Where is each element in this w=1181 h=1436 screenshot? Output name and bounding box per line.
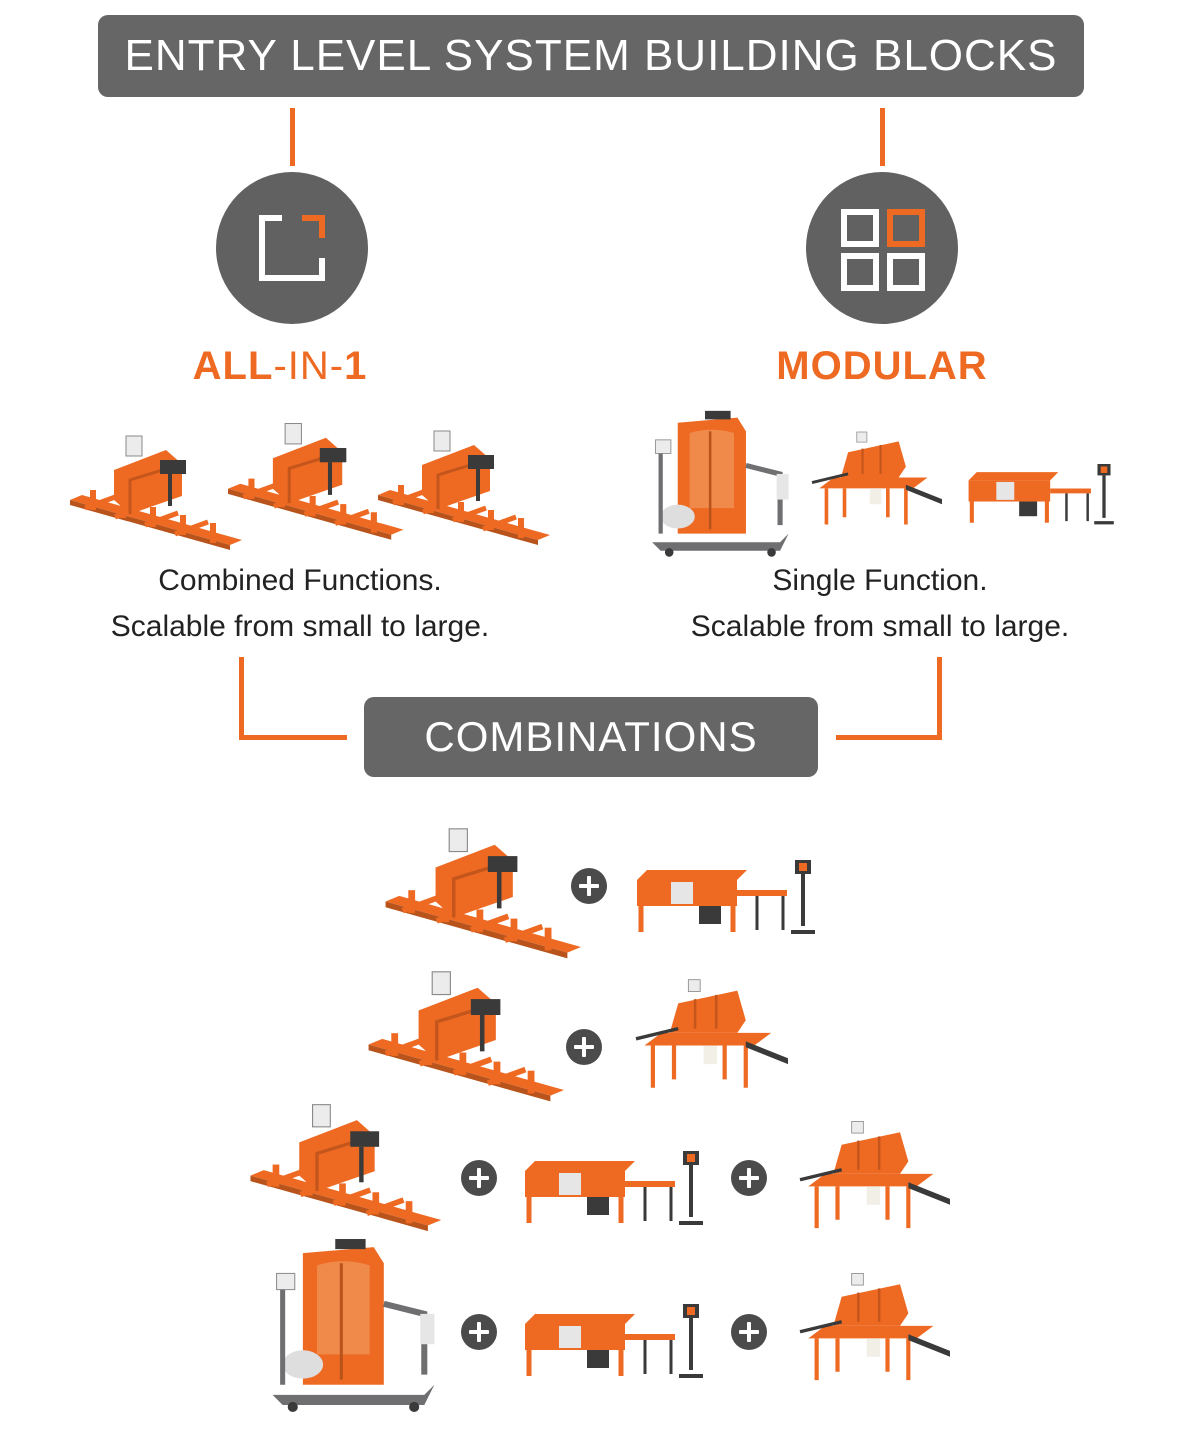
combo-1-edger [636,860,818,936]
all-in-one-description-line2: Scalable from small to large. [110,610,490,643]
modular-title-text: MODULAR [776,344,988,388]
all-in-one-title-part1: ALL [192,344,274,388]
combo-2-resaw [636,976,788,1094]
combo-3-plus-icon-1 [461,1160,497,1196]
modular-machine-resaw [810,430,944,527]
combo-2-sawmill [368,965,568,1090]
combo-3-sawmill [250,1098,445,1220]
combinations-banner: COMBINATIONS [364,697,818,777]
combo-3-plus-icon-2 [731,1160,767,1196]
combo-3-edger [524,1151,706,1227]
modular-description-line1: Single Function. [772,564,988,597]
combo-1-plus-icon [571,868,607,904]
connector-right-top [880,108,885,166]
modular-description-line2: Scalable from small to large. [690,610,1070,643]
all-in-one-description: Combined Functions. Scalable from small … [60,558,540,650]
connector-right-bottom-vertical [937,657,942,740]
combo-4-resaw [800,1270,950,1386]
combo-4-tvs [270,1238,442,1410]
modular-title: MODULAR [732,344,1032,389]
connector-right-bottom-horizontal [836,735,942,740]
all-in-one-title: ALL-IN-1 [130,344,430,389]
all-in-one-title-part3: 1 [344,344,368,388]
connector-left-bottom-vertical [239,657,244,740]
single-block-icon [259,215,325,281]
four-blocks-icon [841,209,925,291]
connector-left-top [290,108,295,166]
combo-4-plus-icon-2 [731,1314,767,1350]
all-in-one-description-line1: Combined Functions. [158,564,442,597]
modular-icon-circle [806,172,958,324]
all-in-one-title-part2: -IN- [273,344,345,388]
combo-4-edger [524,1304,706,1380]
modular-machine-tvs [640,410,805,555]
combo-2-plus-icon [566,1029,602,1065]
modular-machine-edger [966,464,1118,526]
modular-description: Single Function. Scalable from small to … [640,558,1120,650]
all-in-one-icon-circle [216,172,368,324]
page-title: ENTRY LEVEL SYSTEM BUILDING BLOCKS [124,31,1058,80]
title-banner: ENTRY LEVEL SYSTEM BUILDING BLOCKS [98,15,1084,97]
all-in-one-machine-1 [70,430,245,530]
all-in-one-machine-3 [378,425,558,530]
combo-1-sawmill [385,822,585,947]
connector-left-bottom-horizontal [239,735,347,740]
combo-4-plus-icon-1 [461,1314,497,1350]
combo-3-resaw [800,1118,950,1234]
combinations-title: COMBINATIONS [424,713,758,760]
